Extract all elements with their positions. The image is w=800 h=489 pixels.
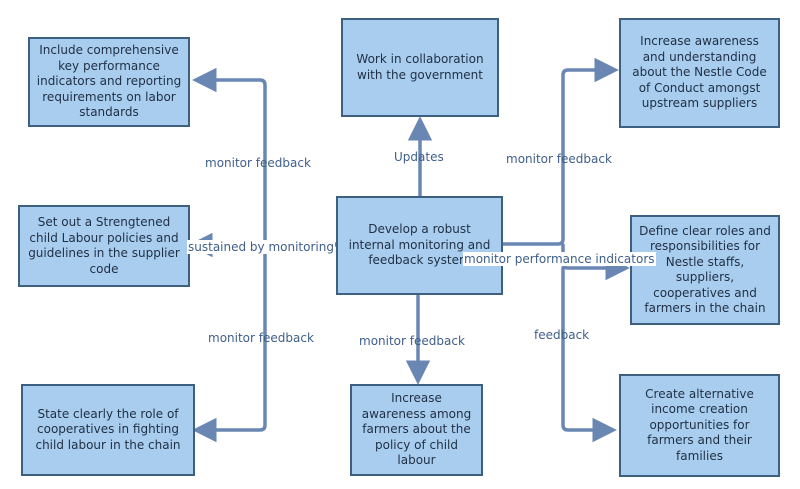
node-center: Develop a robust internal monitoring and… bbox=[336, 196, 503, 295]
connector-bottom-left bbox=[192, 242, 267, 443]
node-bottom-left: State clearly the role of cooperatives i… bbox=[21, 384, 195, 476]
label-top-center: Updates bbox=[394, 150, 444, 164]
label-top-right: monitor feedback bbox=[506, 152, 612, 166]
node-bottom-center: Increase awareness among farmers about t… bbox=[350, 384, 483, 476]
label-top-left: monitor feedback bbox=[205, 156, 311, 170]
node-bottom-right: Create alternative income creation oppor… bbox=[619, 374, 780, 477]
label-bottom-left: monitor feedback bbox=[208, 331, 314, 345]
node-top-right: Increase awareness and understanding abo… bbox=[619, 18, 780, 128]
label-middle-right: monitor performance indicators bbox=[463, 252, 656, 266]
node-middle-right: Define clear roles and responsibilities … bbox=[630, 215, 780, 325]
connector-bottom-right bbox=[561, 266, 617, 443]
label-bottom-center: monitor feedback bbox=[359, 334, 465, 348]
node-middle-left: Set out a Strengtened child Labour polic… bbox=[18, 205, 190, 287]
node-top-center: Work in collaboration with the governmen… bbox=[341, 18, 499, 117]
label-middle-left: sustained by monitoring bbox=[187, 240, 335, 254]
node-top-left: Include comprehensive key performance in… bbox=[28, 37, 190, 127]
label-bottom-right: feedback bbox=[534, 328, 590, 342]
connector-top-right bbox=[501, 57, 619, 246]
